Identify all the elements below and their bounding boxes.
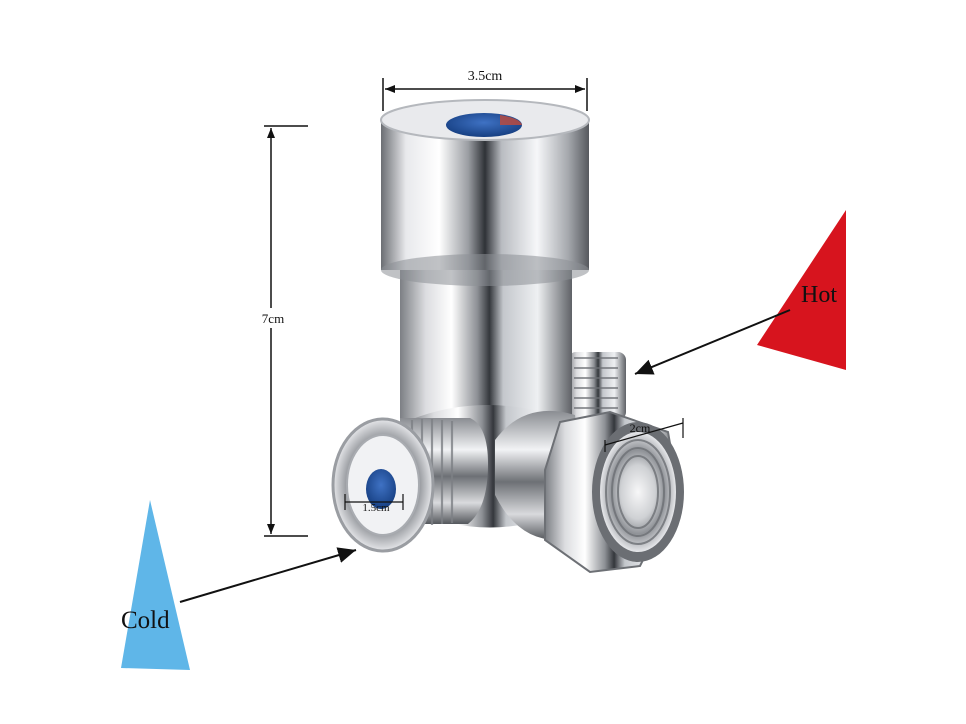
temperature-knob — [446, 113, 522, 137]
width-label: 3.5cm — [468, 69, 503, 84]
hot-inlet-port — [568, 352, 626, 420]
inlet-label: 1.5cm — [362, 502, 390, 514]
inlet-dimension: 1.5cm — [344, 494, 404, 514]
cold-triangle — [121, 500, 190, 670]
cold-arrow — [179, 547, 357, 603]
cold-label: Cold — [121, 607, 170, 634]
outlet-dimension: 2cm — [604, 418, 684, 452]
height-label: 7cm — [262, 311, 284, 326]
cold-inlet-port — [331, 417, 488, 553]
outlet-nut — [495, 410, 684, 574]
mixing-valve — [331, 99, 684, 574]
hot-arrow — [634, 309, 791, 375]
hot-indicator: Hot — [634, 210, 846, 375]
cold-indicator: Cold — [121, 500, 357, 670]
height-dimension: 7cm — [256, 125, 308, 537]
hot-label: Hot — [801, 282, 837, 308]
width-dimension: 3.5cm — [382, 69, 588, 111]
hot-triangle — [757, 210, 846, 370]
outlet-label: 2cm — [630, 421, 651, 435]
